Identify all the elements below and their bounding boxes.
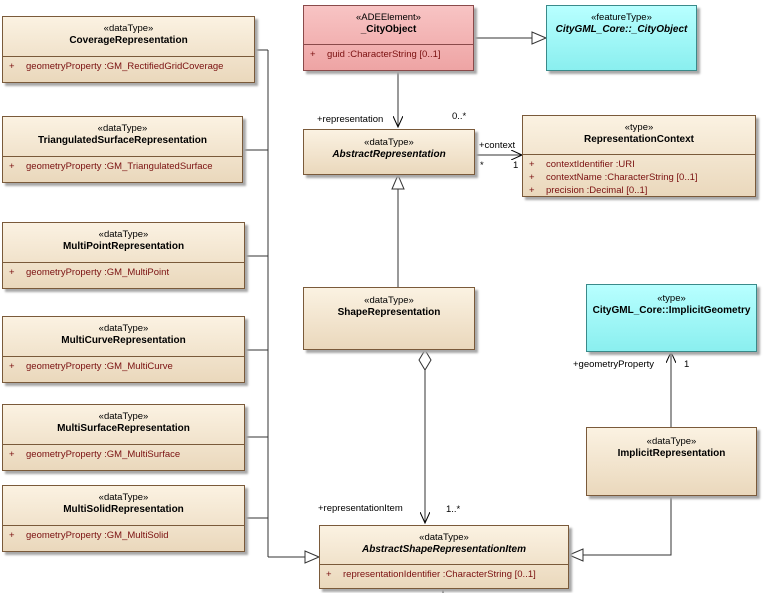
generalization-arrow-shape bbox=[391, 173, 405, 190]
class-header: «featureType» CityGML_Core::_CityObject bbox=[547, 6, 696, 36]
class-ade-cityobject[interactable]: «ADEElement» _CityObject +guid :Characte… bbox=[303, 5, 474, 71]
stereotype: «dataType» bbox=[98, 492, 149, 503]
class-header: «dataType» MultiPointRepresentation bbox=[3, 223, 244, 262]
stereotype: «featureType» bbox=[591, 12, 652, 23]
attribute-list: +guid :CharacterString [0..1] bbox=[304, 45, 473, 61]
attribute: +precision :Decimal [0..1] bbox=[529, 185, 648, 196]
class-name: AbstractShapeRepresentationItem bbox=[362, 544, 526, 555]
class-header: «dataType» AbstractRepresentation bbox=[304, 130, 474, 161]
attribute-list: +geometryProperty :GM_TriangulatedSurfac… bbox=[3, 157, 242, 173]
class-multisolid-representation[interactable]: «dataType» MultiSolidRepresentation +geo… bbox=[2, 485, 245, 552]
class-name: CityGML_Core::ImplicitGeometry bbox=[592, 305, 751, 316]
class-header: «dataType» MultiCurveRepresentation bbox=[3, 317, 244, 356]
generalization-arrow-left-column bbox=[304, 550, 321, 564]
class-name: AbstractRepresentation bbox=[332, 149, 446, 160]
class-header: «dataType» CoverageRepresentation bbox=[3, 17, 254, 56]
class-header: «dataType» AbstractShapeRepresentationIt… bbox=[320, 526, 568, 564]
class-header: «dataType» MultiSolidRepresentation bbox=[3, 486, 244, 525]
generalization-arrow-implicit bbox=[567, 548, 584, 562]
class-multicurve-representation[interactable]: «dataType» MultiCurveRepresentation +geo… bbox=[2, 316, 245, 383]
generalization-implicit bbox=[583, 496, 672, 556]
multiplicity-geometry-property: 1 bbox=[684, 359, 690, 370]
role-representation: +representation bbox=[317, 114, 384, 125]
class-implicit-representation[interactable]: «dataType» ImplicitRepresentation bbox=[586, 427, 757, 496]
class-triangulated-surface-representation[interactable]: «dataType» TriangulatedSurfaceRepresenta… bbox=[2, 116, 243, 183]
class-coverage-representation[interactable]: «dataType» CoverageRepresentation +geome… bbox=[2, 16, 255, 83]
class-name: RepresentationContext bbox=[583, 134, 694, 145]
class-abstract-shape-representation-item[interactable]: «dataType» AbstractShapeRepresentationIt… bbox=[319, 525, 569, 589]
attribute-list: +geometryProperty :GM_MultiSurface bbox=[3, 445, 244, 461]
class-header: «type» RepresentationContext bbox=[523, 116, 755, 154]
class-shape-representation[interactable]: «dataType» ShapeRepresentation bbox=[303, 287, 475, 350]
class-header: «dataType» MultiSurfaceRepresentation bbox=[3, 405, 244, 444]
role-representation-item: +representationItem bbox=[318, 503, 403, 514]
class-name: CoverageRepresentation bbox=[69, 35, 188, 46]
class-name: ShapeRepresentation bbox=[337, 307, 441, 318]
class-name: _CityObject bbox=[360, 24, 417, 35]
attribute-list: +geometryProperty :GM_MultiSolid bbox=[3, 526, 244, 542]
stereotype: «ADEElement» bbox=[356, 12, 421, 23]
class-representation-context[interactable]: «type» RepresentationContext +contextIde… bbox=[522, 115, 756, 197]
class-name: MultiPointRepresentation bbox=[62, 241, 185, 252]
class-multisurface-representation[interactable]: «dataType» MultiSurfaceRepresentation +g… bbox=[2, 404, 245, 471]
attribute-list: +geometryProperty :GM_RectifiedGridCover… bbox=[3, 57, 254, 73]
multiplicity-representation-item: 1..* bbox=[446, 504, 461, 515]
class-name: MultiCurveRepresentation bbox=[61, 335, 186, 346]
attribute: +guid :CharacterString [0..1] bbox=[310, 49, 441, 60]
generalization-arrow-cityobject bbox=[531, 31, 548, 45]
stereotype: «type» bbox=[624, 122, 654, 133]
class-header: «ADEElement» _CityObject bbox=[304, 6, 473, 44]
stereotype: «dataType» bbox=[364, 137, 414, 148]
attribute-list: +geometryProperty :GM_MultiPoint bbox=[3, 263, 244, 279]
role-context: +context bbox=[479, 140, 516, 151]
stereotype: «dataType» bbox=[646, 436, 697, 447]
attribute-list: +representationIdentifier :CharacterStri… bbox=[320, 565, 568, 581]
stereotype: «dataType» bbox=[98, 323, 149, 334]
class-name: MultiSurfaceRepresentation bbox=[57, 423, 190, 434]
class-implicit-geometry[interactable]: «type» CityGML_Core::ImplicitGeometry bbox=[586, 284, 757, 352]
role-geometry-property: +geometryProperty bbox=[573, 359, 655, 370]
stereotype: «dataType» bbox=[364, 295, 414, 306]
class-header: «dataType» ImplicitRepresentation bbox=[587, 428, 756, 460]
stereotype: «dataType» bbox=[419, 532, 469, 543]
class-abstract-representation[interactable]: «dataType» AbstractRepresentation bbox=[303, 129, 475, 175]
stereotype: «dataType» bbox=[98, 229, 149, 240]
attribute: +geometryProperty :GM_MultiCurve bbox=[9, 361, 173, 372]
class-header: «dataType» TriangulatedSurfaceRepresenta… bbox=[3, 117, 242, 156]
multiplicity-context-source: * bbox=[480, 160, 484, 171]
stereotype: «type» bbox=[657, 293, 686, 304]
class-name: TriangulatedSurfaceRepresentation bbox=[38, 135, 207, 146]
attribute: +geometryProperty :GM_RectifiedGridCover… bbox=[9, 61, 224, 72]
class-header: «type» CityGML_Core::ImplicitGeometry bbox=[587, 285, 756, 317]
class-header: «dataType» ShapeRepresentation bbox=[304, 288, 474, 319]
attribute: +contextIdentifier :URI bbox=[529, 159, 635, 170]
aggregation-diamond bbox=[418, 349, 432, 371]
stereotype: «dataType» bbox=[103, 23, 154, 34]
attribute: +geometryProperty :GM_MultiSurface bbox=[9, 449, 181, 460]
attribute-list: +contextIdentifier :URI +contextName :Ch… bbox=[523, 155, 755, 197]
class-multipoint-representation[interactable]: «dataType» MultiPointRepresentation +geo… bbox=[2, 222, 245, 289]
class-name: ImplicitRepresentation bbox=[617, 448, 726, 459]
attribute: +representationIdentifier :CharacterStri… bbox=[326, 569, 536, 580]
stereotype: «dataType» bbox=[97, 123, 148, 134]
multiplicity-context-target: 1 bbox=[513, 160, 519, 171]
stereotype: «dataType» bbox=[98, 411, 149, 422]
attribute: +contextName :CharacterString [0..1] bbox=[529, 172, 698, 183]
attribute: +geometryProperty :GM_MultiSolid bbox=[9, 530, 169, 541]
class-name: MultiSolidRepresentation bbox=[63, 504, 184, 515]
multiplicity-representation: 0..* bbox=[452, 111, 467, 122]
attribute-list: +geometryProperty :GM_MultiCurve bbox=[3, 357, 244, 373]
class-core-cityobject[interactable]: «featureType» CityGML_Core::_CityObject bbox=[546, 5, 697, 71]
attribute: +geometryProperty :GM_TriangulatedSurfac… bbox=[9, 161, 213, 172]
class-name: CityGML_Core::_CityObject bbox=[555, 24, 688, 35]
attribute: +geometryProperty :GM_MultiPoint bbox=[9, 267, 170, 278]
